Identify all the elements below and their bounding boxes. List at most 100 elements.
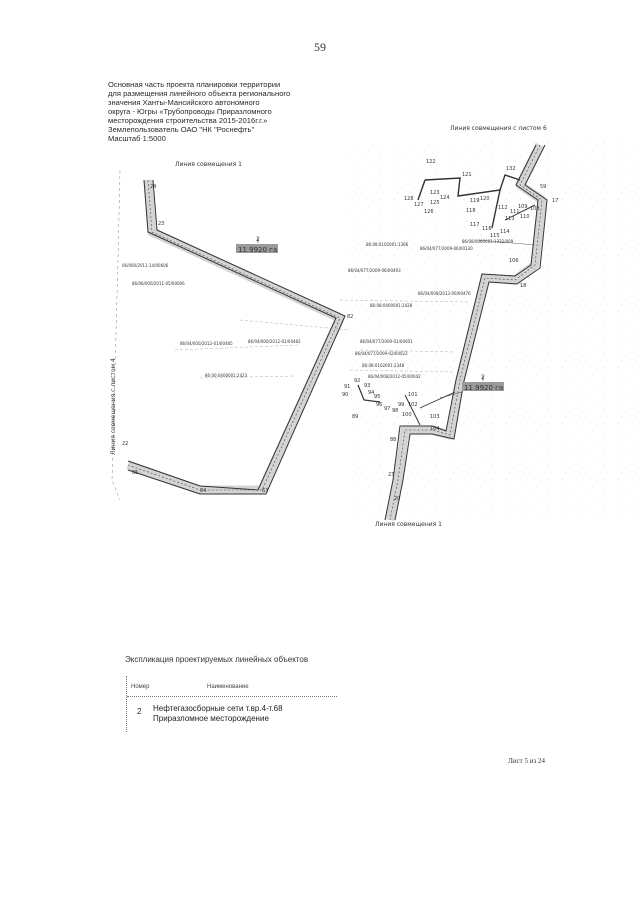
header-line: месторождения строительства 2015-2016г.г… [108, 116, 268, 125]
cadastral-number: 06/000/2011-14/00606 [122, 263, 169, 268]
point-label: 92 [354, 378, 360, 384]
point-label: 99 [398, 402, 404, 408]
point-label: 104 [430, 426, 440, 432]
point-label: 114 [500, 229, 510, 235]
point-label: 23 [158, 221, 164, 227]
point-label: 109 [518, 204, 528, 210]
header-line: Основная часть проекта планировки террит… [108, 80, 281, 89]
point-label: 110 [520, 214, 530, 220]
cadastral-number: 86:00:0400001:2423 [205, 373, 248, 378]
corridor-area: 11.9920 га [238, 246, 277, 254]
header-line: значения Ханты-Мансийского автономного [108, 98, 260, 107]
map-labels: Линия совмещения 1 Линия совмещения с ли… [110, 125, 558, 528]
point-label: 106 [509, 258, 519, 264]
table-row-name: Нефтегазосборные сети т.вр.4-т.68 Прираз… [153, 704, 283, 724]
point-label: 91 [344, 384, 350, 390]
match-line-label: Линия совмещения с листом 6 [450, 125, 547, 132]
legend-table: Номер Наименование 2 Нефтегазосборные се… [126, 676, 337, 732]
point-label: 111 [510, 209, 520, 215]
cadastral-number: 86/04/077/2009-06/00493 [348, 268, 401, 273]
corridor-area: 11.9920 га [464, 384, 503, 392]
point-label: 90 [342, 392, 348, 398]
point-label: 84 [200, 488, 206, 494]
point-label: 63 [262, 488, 268, 494]
forest-area [345, 140, 640, 520]
cadastral-number: 86/08/0060001:1332/009 [462, 239, 514, 244]
point-label: 112 [498, 205, 508, 211]
point-label: 88 [390, 437, 396, 443]
point-label: 94 [368, 390, 374, 396]
header-line: округа - Югры «Трубопроводы Приразломног… [108, 107, 272, 116]
point-label: 97 [384, 406, 390, 412]
point-label: 116 [482, 226, 492, 232]
left-plan [111, 169, 351, 501]
point-label: 95 [374, 394, 380, 400]
cadastral-number: 86/04/008/2013-00/00476 [418, 291, 471, 296]
point-label: 121 [462, 172, 472, 178]
table-row-number: 2 [137, 707, 142, 716]
point-label: 103 [430, 414, 440, 420]
table-divider [127, 696, 337, 697]
point-label: 85 [132, 470, 138, 476]
point-label: 119 [470, 198, 480, 204]
table-row-name-line: Приразломное месторождение [153, 714, 269, 723]
point-label: 123 [430, 190, 440, 196]
header-line: для размещения линейного объекта региона… [108, 89, 291, 98]
corridor-number: 2 [481, 374, 485, 381]
point-label: 128 [404, 196, 414, 202]
point-label: 124 [440, 195, 450, 201]
point-label: 115 [490, 233, 500, 239]
point-label: 59 [540, 184, 546, 190]
point-label: 125 [430, 200, 440, 206]
point-label: 98 [392, 408, 398, 414]
cadastral-number: 86:08:0102001:2348 [362, 363, 405, 368]
table-row-name-line: Нефтегазосборные сети т.вр.4-т.68 [153, 704, 283, 713]
point-label: 89 [352, 414, 358, 420]
match-line-label: Линия совмещения 1 [175, 161, 242, 168]
point-label: 108 [530, 206, 540, 212]
scale-label: Масштаб 1:5000 [108, 134, 166, 143]
right-plan [339, 142, 548, 521]
sheet-label: Лист 5 из 24 [508, 757, 545, 765]
point-label: 82 [347, 314, 353, 320]
point-label: 20 [394, 496, 400, 502]
header-line: Землепользователь ОАО "НК "Роснефть" [108, 125, 255, 134]
cadastral-number: 86/04/000/2012-01/00485 [180, 341, 233, 346]
point-label: 102 [408, 402, 418, 408]
point-label: 113 [505, 216, 515, 222]
cadastral-number: 86:08:0400001:2428 [370, 303, 413, 308]
cadastral-number: 86/04/077/2009-06/00130 [420, 246, 473, 251]
match-line-label: Линия совмещения 1 [375, 521, 442, 528]
match-line-label: Линия совмещения с листом 4 [110, 358, 117, 455]
cadastral-number: 86:08:0102001:1366 [366, 242, 409, 247]
point-label: 96 [376, 402, 382, 408]
cadastral-number: 86/04/077/2009-02/00022 [355, 351, 408, 356]
point-label: 126 [424, 209, 434, 215]
document-header: Основная часть проекта планировки террит… [108, 80, 338, 143]
cadastral-number: 86/04/000/2012-01/00482 [248, 339, 301, 344]
legend-title: Экспликация проектируемых линейных объек… [125, 655, 309, 664]
page-number: 59 [314, 40, 326, 54]
point-label: 122 [426, 159, 436, 165]
point-label: 117 [470, 222, 480, 228]
point-label: 118 [466, 208, 476, 214]
point-label: 127 [414, 202, 424, 208]
area-badge [462, 382, 504, 391]
cadastral-number: 86/04/077/2009-01/00001 [360, 339, 413, 344]
point-label: 100 [402, 412, 412, 418]
cadastral-number: 86/06/000/2011-05/00006 [132, 281, 185, 286]
point-label: 18 [520, 283, 526, 289]
area-badge [236, 244, 278, 253]
point-label: 24 [150, 184, 156, 190]
corridor-number: 2 [256, 236, 260, 243]
point-label: 17 [552, 198, 558, 204]
point-label: 132 [506, 166, 516, 172]
column-header-number: Номер [131, 684, 150, 690]
point-label: 23 [388, 472, 394, 478]
column-header-name: Наименование [207, 684, 249, 690]
point-label: 120 [480, 196, 490, 202]
point-label: 93 [364, 383, 370, 389]
cadastral-number: 86/04/008/2012-05/00042 [368, 374, 421, 379]
point-label: 101 [408, 392, 418, 398]
